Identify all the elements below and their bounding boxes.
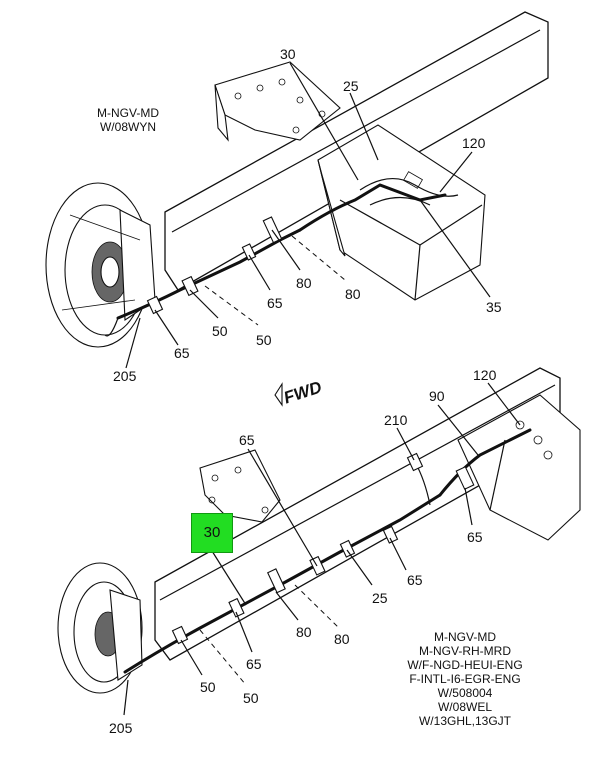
bottom-variant-line: M-NGV-RH-MRD bbox=[419, 644, 511, 658]
bottom-variant-line: M-NGV-MD bbox=[434, 630, 496, 644]
bottom-callout-25: 25 bbox=[372, 590, 388, 606]
bottom-variant-line: F-INTL-I6-EGR-ENG bbox=[409, 672, 521, 686]
bottom-mount-bracket bbox=[199, 449, 281, 523]
bottom-callout-50a: 50 bbox=[200, 679, 216, 695]
bottom-leader-lines bbox=[123, 382, 521, 716]
bottom-callout-205: 205 bbox=[109, 720, 133, 736]
top-callout-50a: 50 bbox=[212, 323, 228, 339]
bottom-variant-line: W/13GHL,13GJT bbox=[418, 714, 512, 728]
bottom-callout-90: 90 bbox=[429, 388, 445, 404]
highlighted-callout-box[interactable] bbox=[191, 513, 233, 553]
top-component-box bbox=[317, 124, 486, 301]
top-variant-line: W/08WYN bbox=[99, 120, 156, 134]
bottom-variant-line: W/508004 bbox=[437, 686, 493, 700]
bottom-callout-50b: 50 bbox=[243, 690, 259, 706]
top-callout-205: 205 bbox=[113, 368, 137, 384]
top-callout-80b: 80 bbox=[345, 286, 361, 302]
forward-direction-indicator: FWD bbox=[274, 378, 324, 408]
bottom-component-box bbox=[457, 394, 581, 541]
bottom-variant-note: M-NGV-MD M-NGV-RH-MRD W/F-NGD-HEUI-ENG F… bbox=[400, 630, 530, 728]
top-callout-80a: 80 bbox=[296, 275, 312, 291]
top-callout-35: 35 bbox=[486, 299, 502, 315]
bottom-variant-line: W/08WEL bbox=[437, 700, 492, 714]
highlighted-callout-label[interactable]: 30 bbox=[203, 524, 221, 541]
top-callout-50b: 50 bbox=[256, 332, 272, 348]
bottom-variant-line: W/F-NGD-HEUI-ENG bbox=[407, 658, 523, 672]
top-callout-120: 120 bbox=[462, 135, 486, 151]
top-wheel-hub bbox=[45, 182, 156, 348]
bottom-callout-65b: 65 bbox=[467, 529, 483, 545]
top-variant-note: M-NGV-MD W/08WYN bbox=[78, 106, 178, 134]
bottom-callout-65d: 65 bbox=[246, 656, 262, 672]
top-mount-bracket bbox=[214, 61, 341, 142]
top-callout-65a: 65 bbox=[267, 295, 283, 311]
top-callout-25: 25 bbox=[343, 78, 359, 94]
bottom-assembly: 65 210 90 120 65 65 25 80 80 65 50 50 20… bbox=[57, 367, 581, 736]
bottom-callout-210: 210 bbox=[384, 412, 408, 428]
bottom-harness bbox=[123, 428, 532, 674]
top-callout-65b: 65 bbox=[174, 345, 190, 361]
bottom-callout-80a: 80 bbox=[296, 624, 312, 640]
bottom-wheel-hub bbox=[57, 562, 143, 694]
bottom-callout-80b: 80 bbox=[334, 631, 350, 647]
bottom-callout-65a: 65 bbox=[239, 432, 255, 448]
top-variant-line: M-NGV-MD bbox=[97, 106, 159, 120]
fwd-label: FWD bbox=[281, 378, 324, 408]
top-leader-lines bbox=[125, 62, 491, 369]
top-assembly: 30 25 120 80 80 65 50 50 65 205 35 bbox=[45, 11, 549, 384]
bottom-callout-65c: 65 bbox=[407, 572, 423, 588]
bottom-callout-120: 120 bbox=[473, 367, 497, 383]
top-callout-30: 30 bbox=[280, 46, 296, 62]
